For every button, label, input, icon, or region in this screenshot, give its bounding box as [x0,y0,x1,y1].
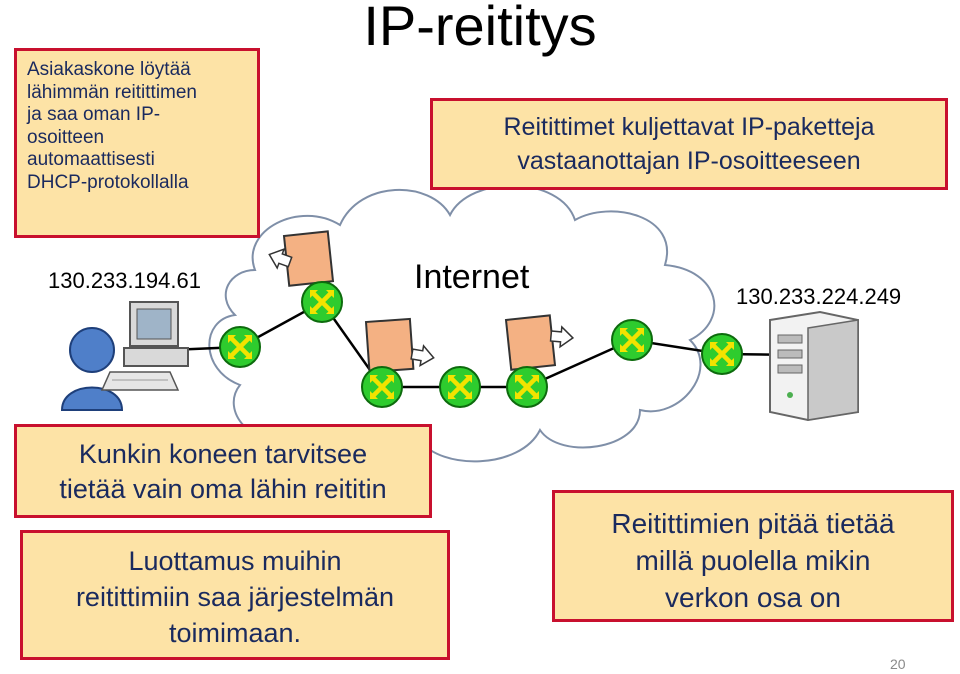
router-icon [302,282,342,322]
server-ip-label: 130.233.224.249 [736,284,902,309]
note-line: millä puolella mikin [635,545,871,576]
note-line: tietää vain oma lähin reititin [59,474,387,504]
page-number: 20 [890,656,906,672]
note-line: Asiakaskone löytää [27,59,191,80]
router-icon [507,367,547,407]
router-icon [702,334,742,374]
note-line: automaattisesti [27,149,155,170]
router-icon [612,320,652,360]
user-icon [60,327,124,411]
page-title: IP-reititys [363,0,597,57]
note-line: verkon osa on [665,582,841,613]
note-line: vastaanottajan IP-osoitteeseen [517,147,861,175]
cloud-label: Internet [414,258,530,296]
note-line: osoitteen [27,126,105,148]
note-line: Luottamus muihin [128,546,342,576]
nearest-router-note: Kunkin koneen tarvitsee tietää vain oma … [14,424,432,518]
dhcp-note: Asiakaskone löytää lähimmän reitittimen … [14,48,260,238]
client-ip-label: 130.233.194.61 [48,268,201,293]
note-line: DHCP-protokollalla [27,171,189,193]
trust-note: Luottamus muihin reitittimiin saa järjes… [20,530,450,660]
note-line: Reitittimet kuljettavat IP-paketteja [503,113,875,141]
routing-note: Reitittimet kuljettavat IP-paketteja vas… [430,98,948,190]
server-icon [769,310,859,422]
packet-icon [365,317,415,373]
computer-icon [100,301,189,391]
note-line: Kunkin koneen tarvitsee [78,439,368,469]
cloud-icon [208,184,716,466]
note-line: ja saa oman IP- [27,104,161,125]
note-line: toimimaan. [168,618,302,648]
router-icon [220,327,260,367]
packet-icon [505,314,556,371]
note-line: Reitittimien pitää tietää [611,508,895,539]
note-line: lähimmän reitittimen [27,81,197,103]
router-icon [362,367,402,407]
router-knowledge-note: Reitittimien pitää tietää millä puolella… [552,490,954,622]
router-icon [440,367,480,407]
note-line: reitittimiin saa järjestelmän [75,582,395,612]
